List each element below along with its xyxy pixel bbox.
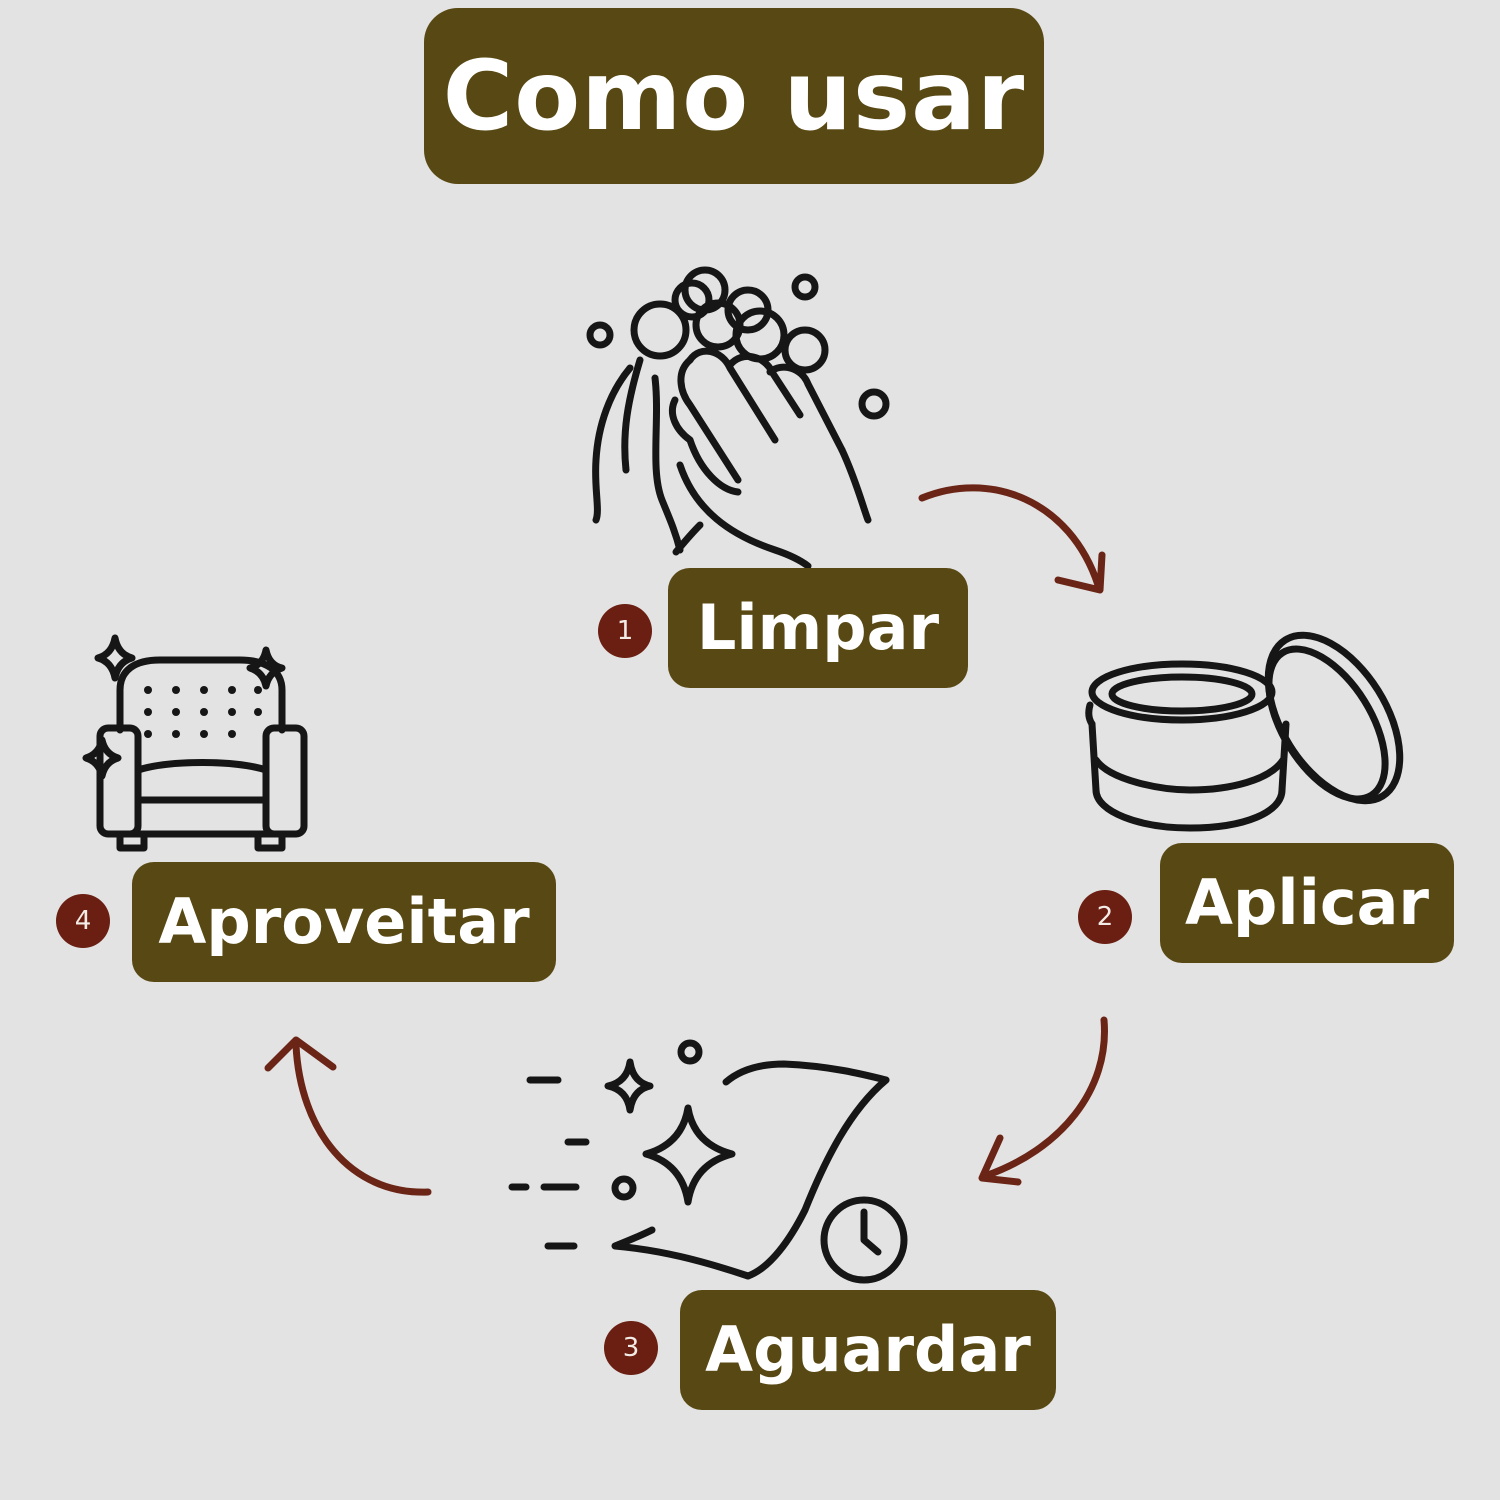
title-banner: Como usar <box>424 8 1044 184</box>
page-title: Como usar <box>442 40 1026 152</box>
step-4-number-badge: 4 <box>56 894 110 948</box>
step-4-label-box: Aproveitar <box>132 862 556 982</box>
arrow-step2-to-step3 <box>981 1016 1108 1180</box>
step-3-number-badge: 3 <box>604 1321 658 1375</box>
arrow-step3-to-step4-head <box>264 1036 337 1072</box>
step-1-label: Limpar <box>696 591 940 664</box>
arrow-step1-to-step2-head <box>1054 551 1106 594</box>
cream-jar-icon <box>1085 631 1404 832</box>
step-4-label: Aproveitar <box>158 885 530 958</box>
step-1-number-badge: 1 <box>598 604 652 658</box>
clean-armchair-icon <box>82 634 308 852</box>
cloth-wipe-clock-icon <box>508 1039 908 1284</box>
step-3-label-box: Aguardar <box>680 1290 1056 1410</box>
arrow-step2-to-step3-head <box>978 1134 1022 1186</box>
step-2-label-box: Aplicar <box>1160 843 1454 963</box>
step-2-number-badge: 2 <box>1078 890 1132 944</box>
step-3-label: Aguardar <box>705 1313 1031 1386</box>
step-1-label-box: Limpar <box>668 568 968 688</box>
arrow-step3-to-step4 <box>292 1041 432 1196</box>
step-2-label: Aplicar <box>1184 866 1430 939</box>
arrow-step1-to-step2 <box>918 484 1102 589</box>
washing-hands-icon <box>586 266 890 570</box>
armchair-tufting-dots <box>144 686 262 738</box>
